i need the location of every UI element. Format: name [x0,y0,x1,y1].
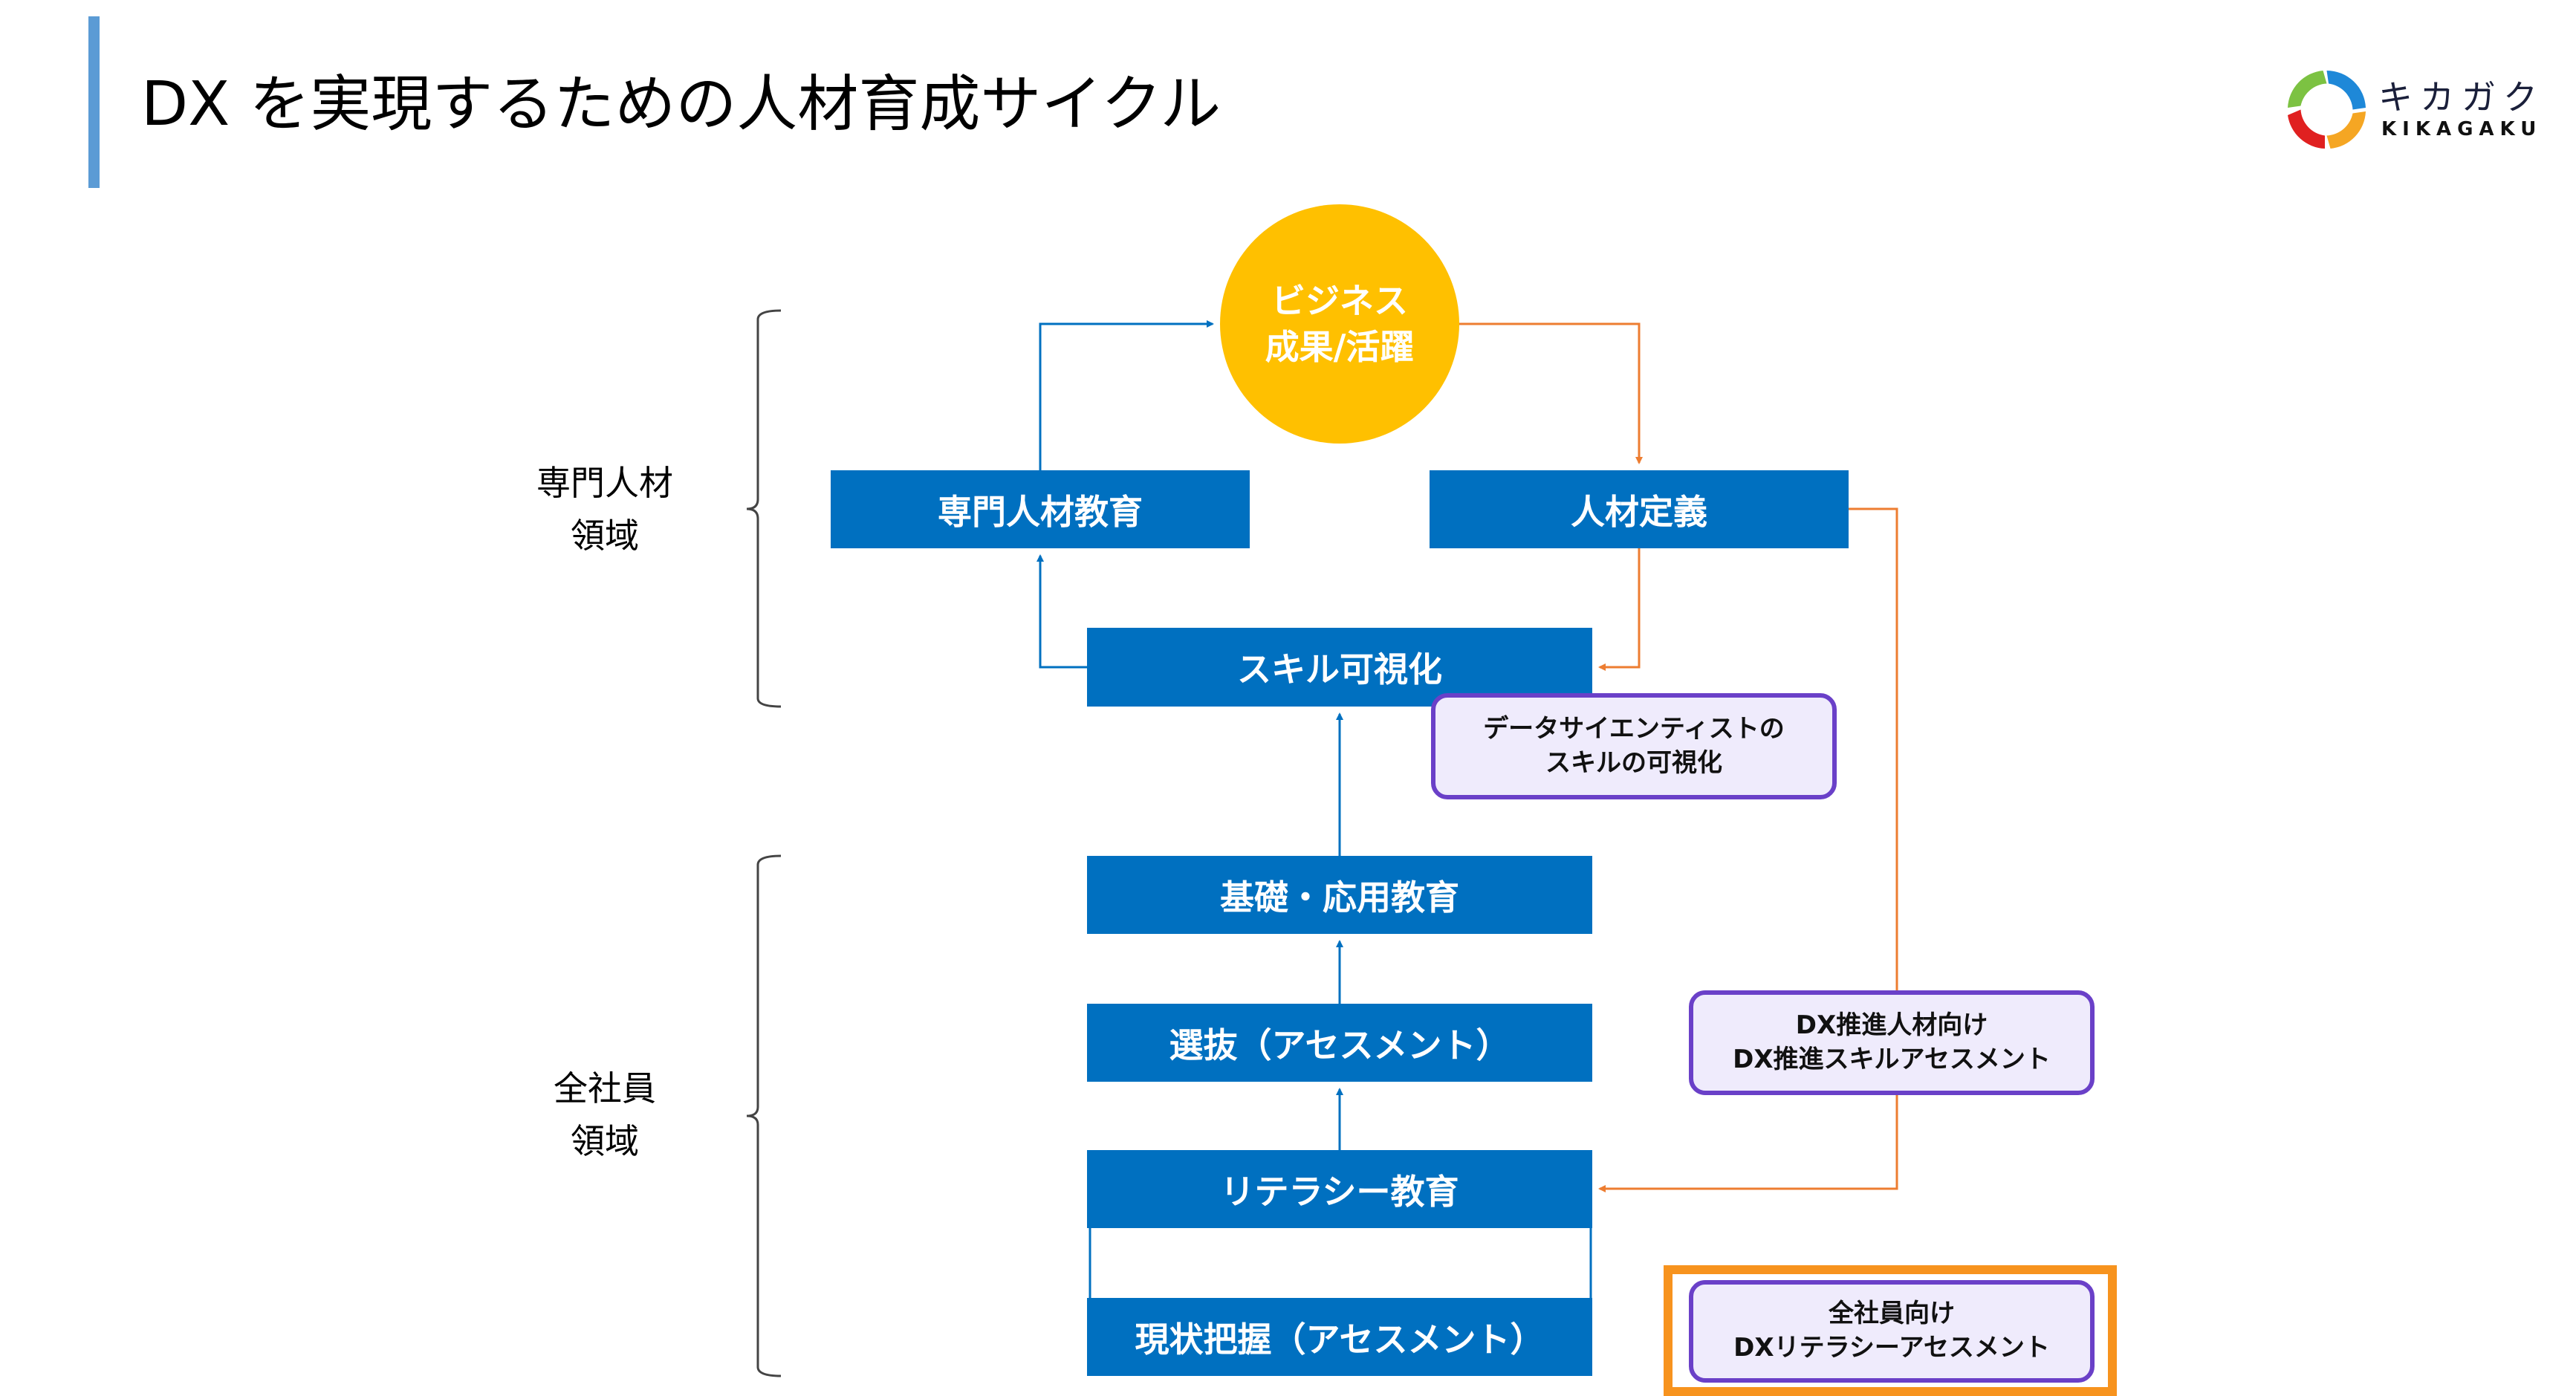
bracket-specialist [746,309,782,708]
box-basic-applied-education: 基礎・応用教育 [1087,856,1592,934]
logo-text-jp: キカガク [2378,77,2545,117]
arrow-definition-to-skill [1598,548,1641,671]
box-literacy-education: リテラシー教育 [1087,1150,1592,1228]
box-specialist-education: 専門人材教育 [831,470,1250,548]
arrow-skill-to-specialist [1036,554,1087,669]
box-talent-definition: 人材定義 [1430,470,1849,548]
business-outcome-circle: ビジネス 成果/活躍 [1220,204,1459,444]
kikagaku-logo: キカガク KIKAGAKU [2280,63,2537,156]
note-data-scientist-skills: データサイエンティストの スキルの可視化 [1431,693,1837,799]
section-label-all-employee: 全社員 領域 [554,1068,656,1162]
bracket-all-employee [746,854,782,1377]
arrow-specialist-to-goal [1039,320,1214,470]
arrow-definition-to-literacy [1598,507,1898,1192]
section-label-specialist: 専門人材 領域 [536,463,673,556]
title-accent-bar [88,16,100,188]
box-current-assessment: 現状把握（アセスメント） [1087,1298,1592,1376]
page-title: DX を実現するための人材育成サイクル [141,69,1222,140]
box-selection-assessment: 選抜（アセスメント） [1087,1004,1592,1082]
note-dx-promotion-assessment: DX推進人材向け DX推進スキルアセスメント [1689,990,2095,1095]
note-all-employee-literacy-assessment: 全社員向け DXリテラシーアセスメント [1689,1280,2095,1383]
swirl-logo-icon [2288,70,2366,149]
logo-text-en: KIKAGAKU [2381,118,2543,140]
arrow-goal-to-definition [1459,322,1643,464]
